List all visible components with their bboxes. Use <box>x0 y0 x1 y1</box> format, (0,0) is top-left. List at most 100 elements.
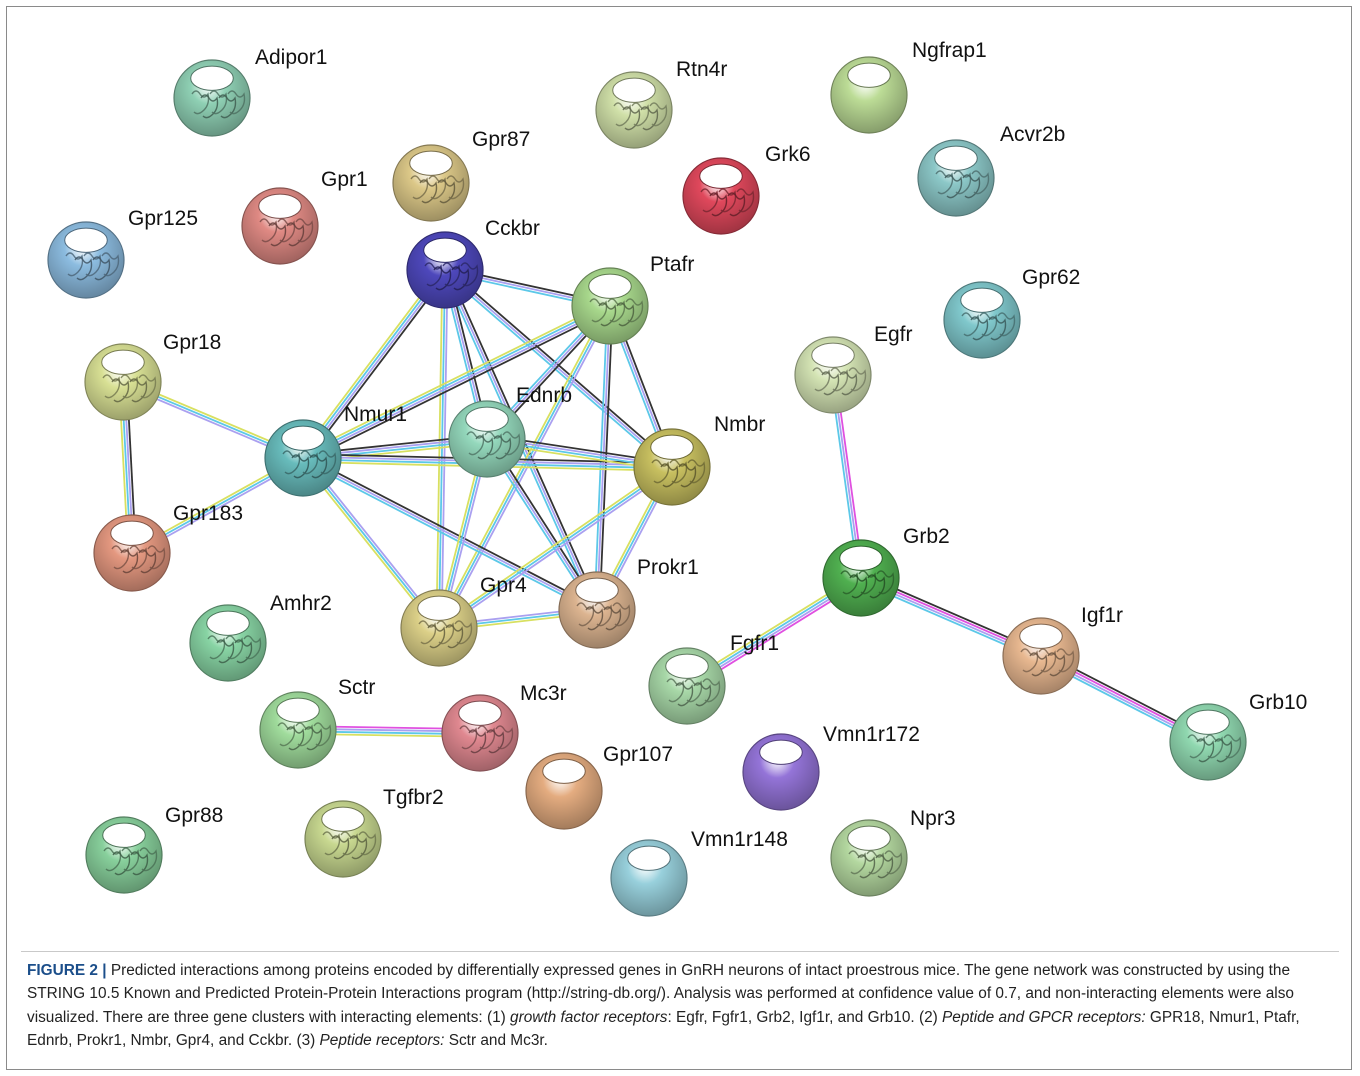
edge-evidence-line <box>438 269 446 629</box>
node-nmur1[interactable]: Nmur1 <box>264 403 407 497</box>
protein-structure-icon <box>418 620 473 649</box>
node-label-igf1r: Igf1r <box>1081 604 1123 627</box>
protein-structure-icon <box>111 545 166 574</box>
node-highlight <box>417 595 461 621</box>
node-highlight <box>276 697 320 723</box>
node-ngfrap1[interactable]: Ngfrap1 <box>830 39 987 134</box>
caption-emphasis: Peptide and GPCR receptors: <box>942 1008 1146 1026</box>
node-highlight <box>321 806 365 832</box>
node-label-gpr4: Gpr4 <box>480 574 527 597</box>
protein-structure-icon <box>651 459 706 488</box>
node-vmn1r172[interactable]: Vmn1r172 <box>742 723 920 811</box>
node-acvr2b[interactable]: Acvr2b <box>917 123 1065 217</box>
protein-structure-icon <box>191 90 246 119</box>
edge-evidence-line <box>303 270 447 460</box>
node-highlight <box>102 822 146 848</box>
node-gpr183[interactable]: Gpr183 <box>93 502 243 592</box>
node-gpr4[interactable]: Gpr4 <box>400 574 527 667</box>
node-gpr88[interactable]: Gpr88 <box>85 804 223 894</box>
caption-emphasis: growth factor receptors <box>510 1008 668 1026</box>
figure-label-separator: | <box>102 962 107 979</box>
node-gpr62[interactable]: Gpr62 <box>943 266 1080 359</box>
node-egfr[interactable]: Egfr <box>794 323 913 414</box>
node-cckbr[interactable]: Cckbr <box>406 217 540 309</box>
node-vmn1r148[interactable]: Vmn1r148 <box>610 828 788 917</box>
node-label-grk6: Grk6 <box>765 143 811 166</box>
node-adipor1[interactable]: Adipor1 <box>173 46 327 137</box>
protein-structure-icon <box>424 262 479 291</box>
node-sctr[interactable]: Sctr <box>259 676 375 769</box>
edge-evidence-line <box>302 304 610 458</box>
node-highlight <box>458 700 502 726</box>
protein-structure-icon <box>812 367 867 396</box>
node-label-gpr88: Gpr88 <box>165 804 223 827</box>
node-label-vmn1r148: Vmn1r148 <box>691 828 788 851</box>
node-label-fgfr1: Fgfr1 <box>730 632 779 655</box>
node-highlight <box>627 845 671 871</box>
edge-cckbr-nmur1 <box>299 267 449 461</box>
node-label-gpr183: Gpr183 <box>173 502 243 525</box>
node-highlight <box>934 145 978 171</box>
node-npr3[interactable]: Npr3 <box>830 807 956 897</box>
protein-structure-icon <box>277 722 332 751</box>
node-highlight <box>206 610 250 636</box>
node-label-gpr107: Gpr107 <box>603 743 673 766</box>
node-label-nmbr: Nmbr <box>714 413 765 436</box>
node-igf1r[interactable]: Igf1r <box>1002 604 1123 695</box>
node-label-nmur1: Nmur1 <box>344 403 407 426</box>
node-prokr1[interactable]: Prokr1 <box>558 556 699 649</box>
node-label-ngfrap1: Ngfrap1 <box>912 39 987 62</box>
edge-evidence-line <box>442 271 671 470</box>
node-label-gpr1: Gpr1 <box>321 168 368 191</box>
node-grk6[interactable]: Grk6 <box>682 143 811 235</box>
protein-structure-icon <box>102 374 157 403</box>
node-label-rtn4r: Rtn4r <box>676 58 727 81</box>
node-grb10[interactable]: Grb10 <box>1169 691 1307 781</box>
protein-structure-icon <box>459 725 514 754</box>
node-highlight <box>101 349 145 375</box>
protein-structure-icon <box>961 312 1016 341</box>
protein-structure-icon <box>666 678 721 707</box>
node-highlight <box>839 545 883 571</box>
caption-run: GPR18, Nmur1, Ptafr, Ednrb, Prokr1, Nmbr… <box>27 1008 1300 1050</box>
node-tgfbr2[interactable]: Tgfbr2 <box>304 786 444 878</box>
node-highlight <box>64 227 108 253</box>
caption-run: : Egfr, Fgfr1, Grb2, Igf1r, and Grb10. (… <box>667 1008 943 1026</box>
node-fgfr1[interactable]: Fgfr1 <box>648 632 779 725</box>
edge-evidence-line <box>435 304 609 628</box>
node-highlight <box>423 237 467 263</box>
node-highlight <box>575 577 619 603</box>
edge-cckbr-nmbr <box>442 267 675 470</box>
edge-evidence-line <box>305 271 449 461</box>
node-highlight <box>847 825 891 851</box>
node-label-gpr125: Gpr125 <box>128 207 198 230</box>
edge-evidence-line <box>301 459 597 614</box>
node-amhr2[interactable]: Amhr2 <box>189 592 332 682</box>
caption-text: Predicted interactions among proteins en… <box>27 962 1300 1049</box>
protein-structure-icon <box>282 450 337 479</box>
node-ednrb[interactable]: Ednrb <box>448 384 572 478</box>
node-highlight <box>699 163 743 189</box>
protein-structure-icon <box>935 170 990 199</box>
node-label-amhr2: Amhr2 <box>270 592 332 615</box>
figure-caption: FIGURE 2 | Predicted interactions among … <box>27 959 1339 1053</box>
protein-structure-icon <box>840 570 895 599</box>
node-highlight <box>588 273 632 299</box>
edge-cckbr-gpr4 <box>435 269 449 629</box>
node-label-egfr: Egfr <box>874 323 913 346</box>
protein-structure-icon <box>103 847 158 876</box>
node-gpr87[interactable]: Gpr87 <box>392 128 530 222</box>
node-rtn4r[interactable]: Rtn4r <box>595 58 727 149</box>
node-gpr18[interactable]: Gpr18 <box>84 331 221 421</box>
node-ptafr[interactable]: Ptafr <box>571 253 694 345</box>
node-mc3r[interactable]: Mc3r <box>441 682 567 772</box>
node-grb2[interactable]: Grb2 <box>822 525 950 617</box>
node-gpr1[interactable]: Gpr1 <box>241 168 368 265</box>
node-nmbr[interactable]: Nmbr <box>633 413 765 506</box>
node-gpr107[interactable]: Gpr107 <box>525 743 673 830</box>
node-gpr125[interactable]: Gpr125 <box>47 207 198 299</box>
edge-evidence-line <box>304 308 613 463</box>
edge-evidence-line <box>303 306 611 460</box>
node-highlight <box>650 434 694 460</box>
